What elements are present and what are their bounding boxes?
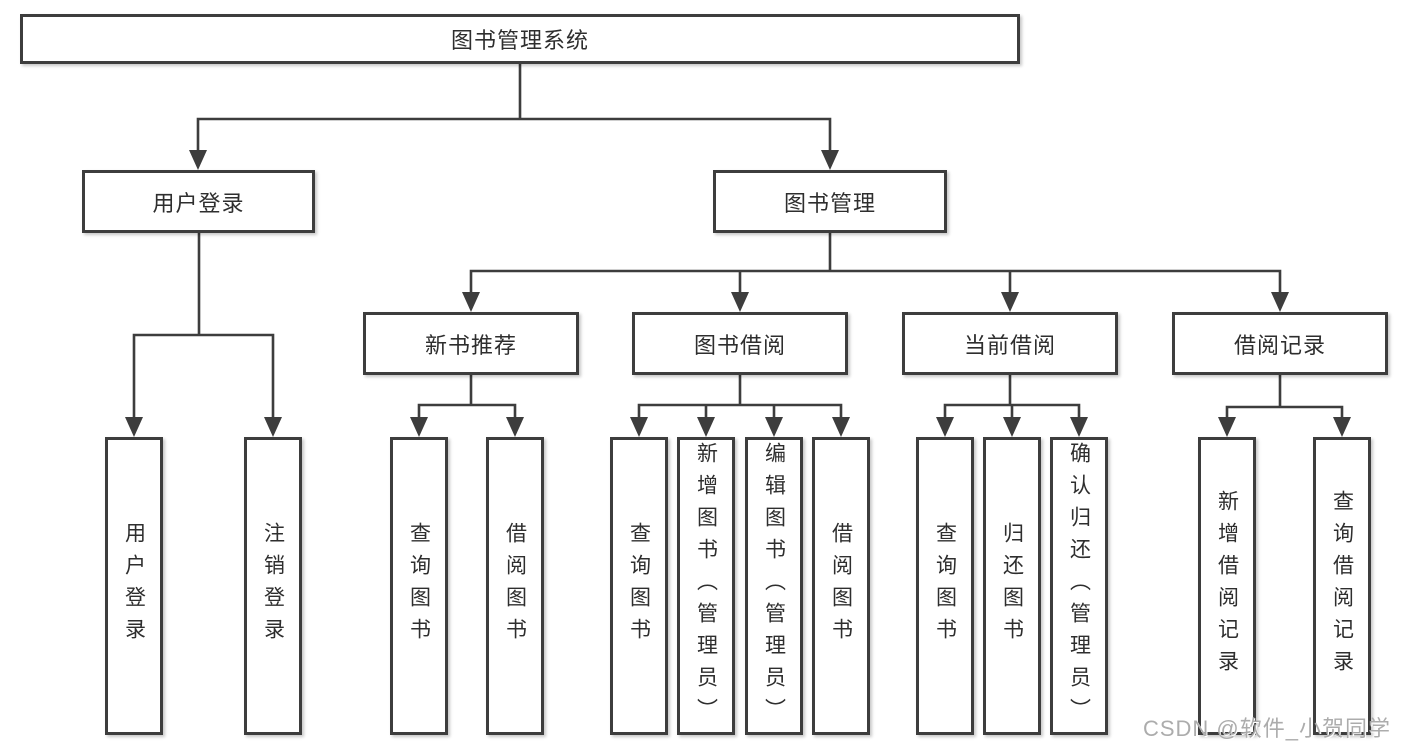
arrowheads — [125, 150, 1351, 437]
node-root-label: 图书管理系统 — [450, 28, 589, 53]
leaf-edit-books-admin: 编辑图书（管理员） — [745, 437, 803, 735]
leaf-label: 借阅图书 — [829, 522, 853, 650]
leaf-return-books: 归还图书 — [983, 437, 1041, 735]
node-book-borrow-label: 图书借阅 — [693, 332, 786, 358]
leaf-confirm-return-admin: 确认归还（管理员） — [1050, 437, 1108, 735]
leaf-borrow-books: 借阅图书 — [812, 437, 870, 735]
node-new-book-recommend: 新书推荐 — [363, 312, 579, 375]
node-book-borrow: 图书借阅 — [632, 312, 848, 375]
leaf-label: 确认归还（管理员） — [1067, 442, 1091, 730]
leaf-query-books-current: 查询图书 — [916, 437, 974, 735]
node-book-management: 图书管理 — [713, 170, 947, 233]
leaf-label: 借阅图书 — [503, 522, 527, 650]
node-user-login: 用户登录 — [82, 170, 315, 233]
csdn-watermark: CSDN @软件_小贺同学 — [1142, 716, 1391, 741]
leaf-label: 编辑图书（管理员） — [762, 442, 786, 730]
node-borrow-records: 借阅记录 — [1172, 312, 1388, 375]
leaf-label: 归还图书 — [1000, 522, 1024, 650]
node-current-borrow-label: 当前借阅 — [963, 332, 1056, 358]
leaf-user-login: 用户登录 — [105, 437, 163, 735]
node-root: 图书管理系统 — [20, 14, 1020, 64]
leaf-label: 新增借阅记录 — [1215, 490, 1239, 682]
leaf-query-books-recommend: 查询图书 — [390, 437, 448, 735]
leaf-add-books-admin: 新增图书（管理员） — [677, 437, 735, 735]
leaf-add-borrow-record: 新增借阅记录 — [1198, 437, 1256, 735]
leaf-query-books-borrow: 查询图书 — [610, 437, 668, 735]
leaf-label: 新增图书（管理员） — [694, 442, 718, 730]
leaf-label: 查询图书 — [933, 522, 957, 650]
node-book-management-label: 图书管理 — [783, 190, 876, 216]
leaf-label: 查询图书 — [627, 522, 651, 650]
node-new-book-recommend-label: 新书推荐 — [424, 332, 517, 358]
leaf-borrow-books-recommend: 借阅图书 — [486, 437, 544, 735]
leaf-logout: 注销登录 — [244, 437, 302, 735]
node-user-login-label: 用户登录 — [152, 190, 245, 216]
leaf-query-borrow-record: 查询借阅记录 — [1313, 437, 1371, 735]
leaf-label: 注销登录 — [261, 522, 285, 650]
leaf-label: 查询借阅记录 — [1330, 490, 1354, 682]
node-borrow-records-label: 借阅记录 — [1233, 332, 1326, 358]
leaf-label: 用户登录 — [122, 522, 146, 650]
node-current-borrow: 当前借阅 — [902, 312, 1118, 375]
leaf-label: 查询图书 — [407, 522, 431, 650]
